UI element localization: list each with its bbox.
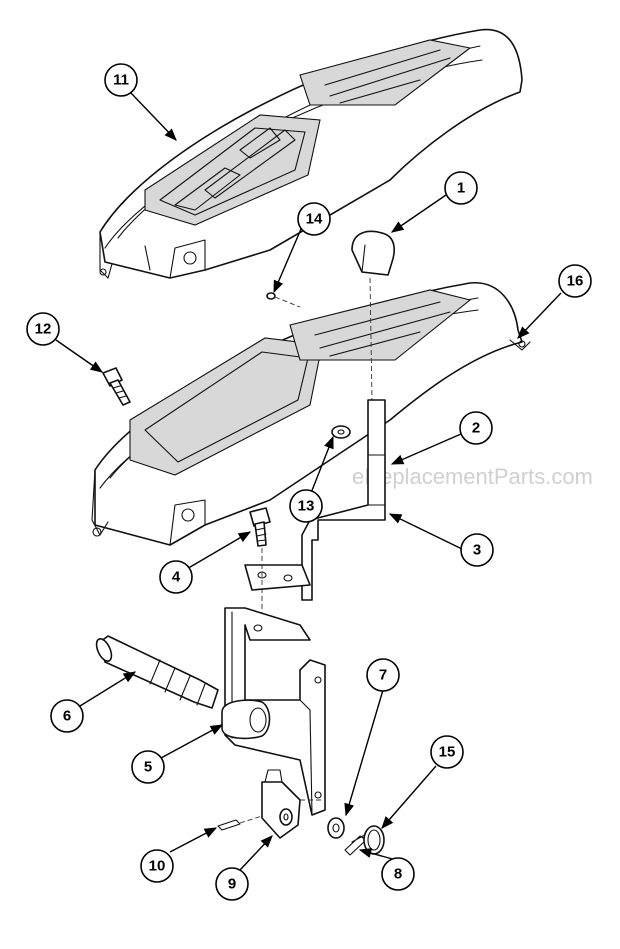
callout-10: 10: [140, 849, 174, 883]
callout-14: 14: [297, 202, 331, 236]
callout-5: 5: [131, 750, 165, 784]
callout-15: 15: [430, 735, 464, 769]
pivot-pin: [95, 635, 219, 709]
callout-9: 9: [215, 867, 249, 901]
svg-text:5: 5: [144, 759, 152, 776]
small-washer: [266, 292, 276, 300]
callout-13: 13: [289, 489, 323, 523]
svg-text:1: 1: [457, 180, 465, 197]
watermark-text: eReplacementParts.com: [352, 464, 593, 489]
svg-text:10: 10: [149, 858, 166, 875]
svg-text:13: 13: [298, 498, 315, 515]
leader-lines: [55, 91, 562, 871]
svg-text:8: 8: [394, 866, 402, 883]
bracket: [221, 607, 326, 816]
callout-16: 16: [558, 264, 592, 298]
svg-text:15: 15: [439, 744, 456, 761]
cotter-pin-10: [217, 819, 241, 831]
svg-text:9: 9: [228, 876, 236, 893]
svg-text:6: 6: [63, 708, 71, 725]
washer-7: [327, 817, 345, 839]
washer-13: [331, 425, 351, 439]
callout-2: 2: [459, 411, 493, 445]
svg-text:2: 2: [472, 420, 480, 437]
knob: [351, 230, 395, 276]
callout-12: 12: [26, 312, 60, 346]
shift-lever: [244, 399, 386, 601]
upper-fender: [99, 28, 523, 279]
callout-3: 3: [460, 533, 494, 567]
svg-text:3: 3: [473, 542, 481, 559]
callout-7: 7: [366, 658, 400, 692]
svg-text:4: 4: [172, 569, 181, 586]
svg-text:16: 16: [567, 273, 584, 290]
svg-text:12: 12: [35, 321, 52, 338]
bolt-12: [102, 367, 131, 406]
svg-text:14: 14: [306, 211, 323, 228]
callout-11: 11: [104, 63, 138, 97]
callout-4: 4: [159, 560, 193, 594]
svg-text:11: 11: [113, 72, 129, 89]
clevis: [261, 769, 301, 839]
callout-1: 1: [444, 171, 478, 205]
callout-8: 8: [381, 857, 415, 891]
svg-text:7: 7: [379, 667, 387, 684]
callout-6: 6: [50, 699, 84, 733]
bolt-4: [249, 507, 271, 547]
lower-fender: [91, 282, 531, 546]
